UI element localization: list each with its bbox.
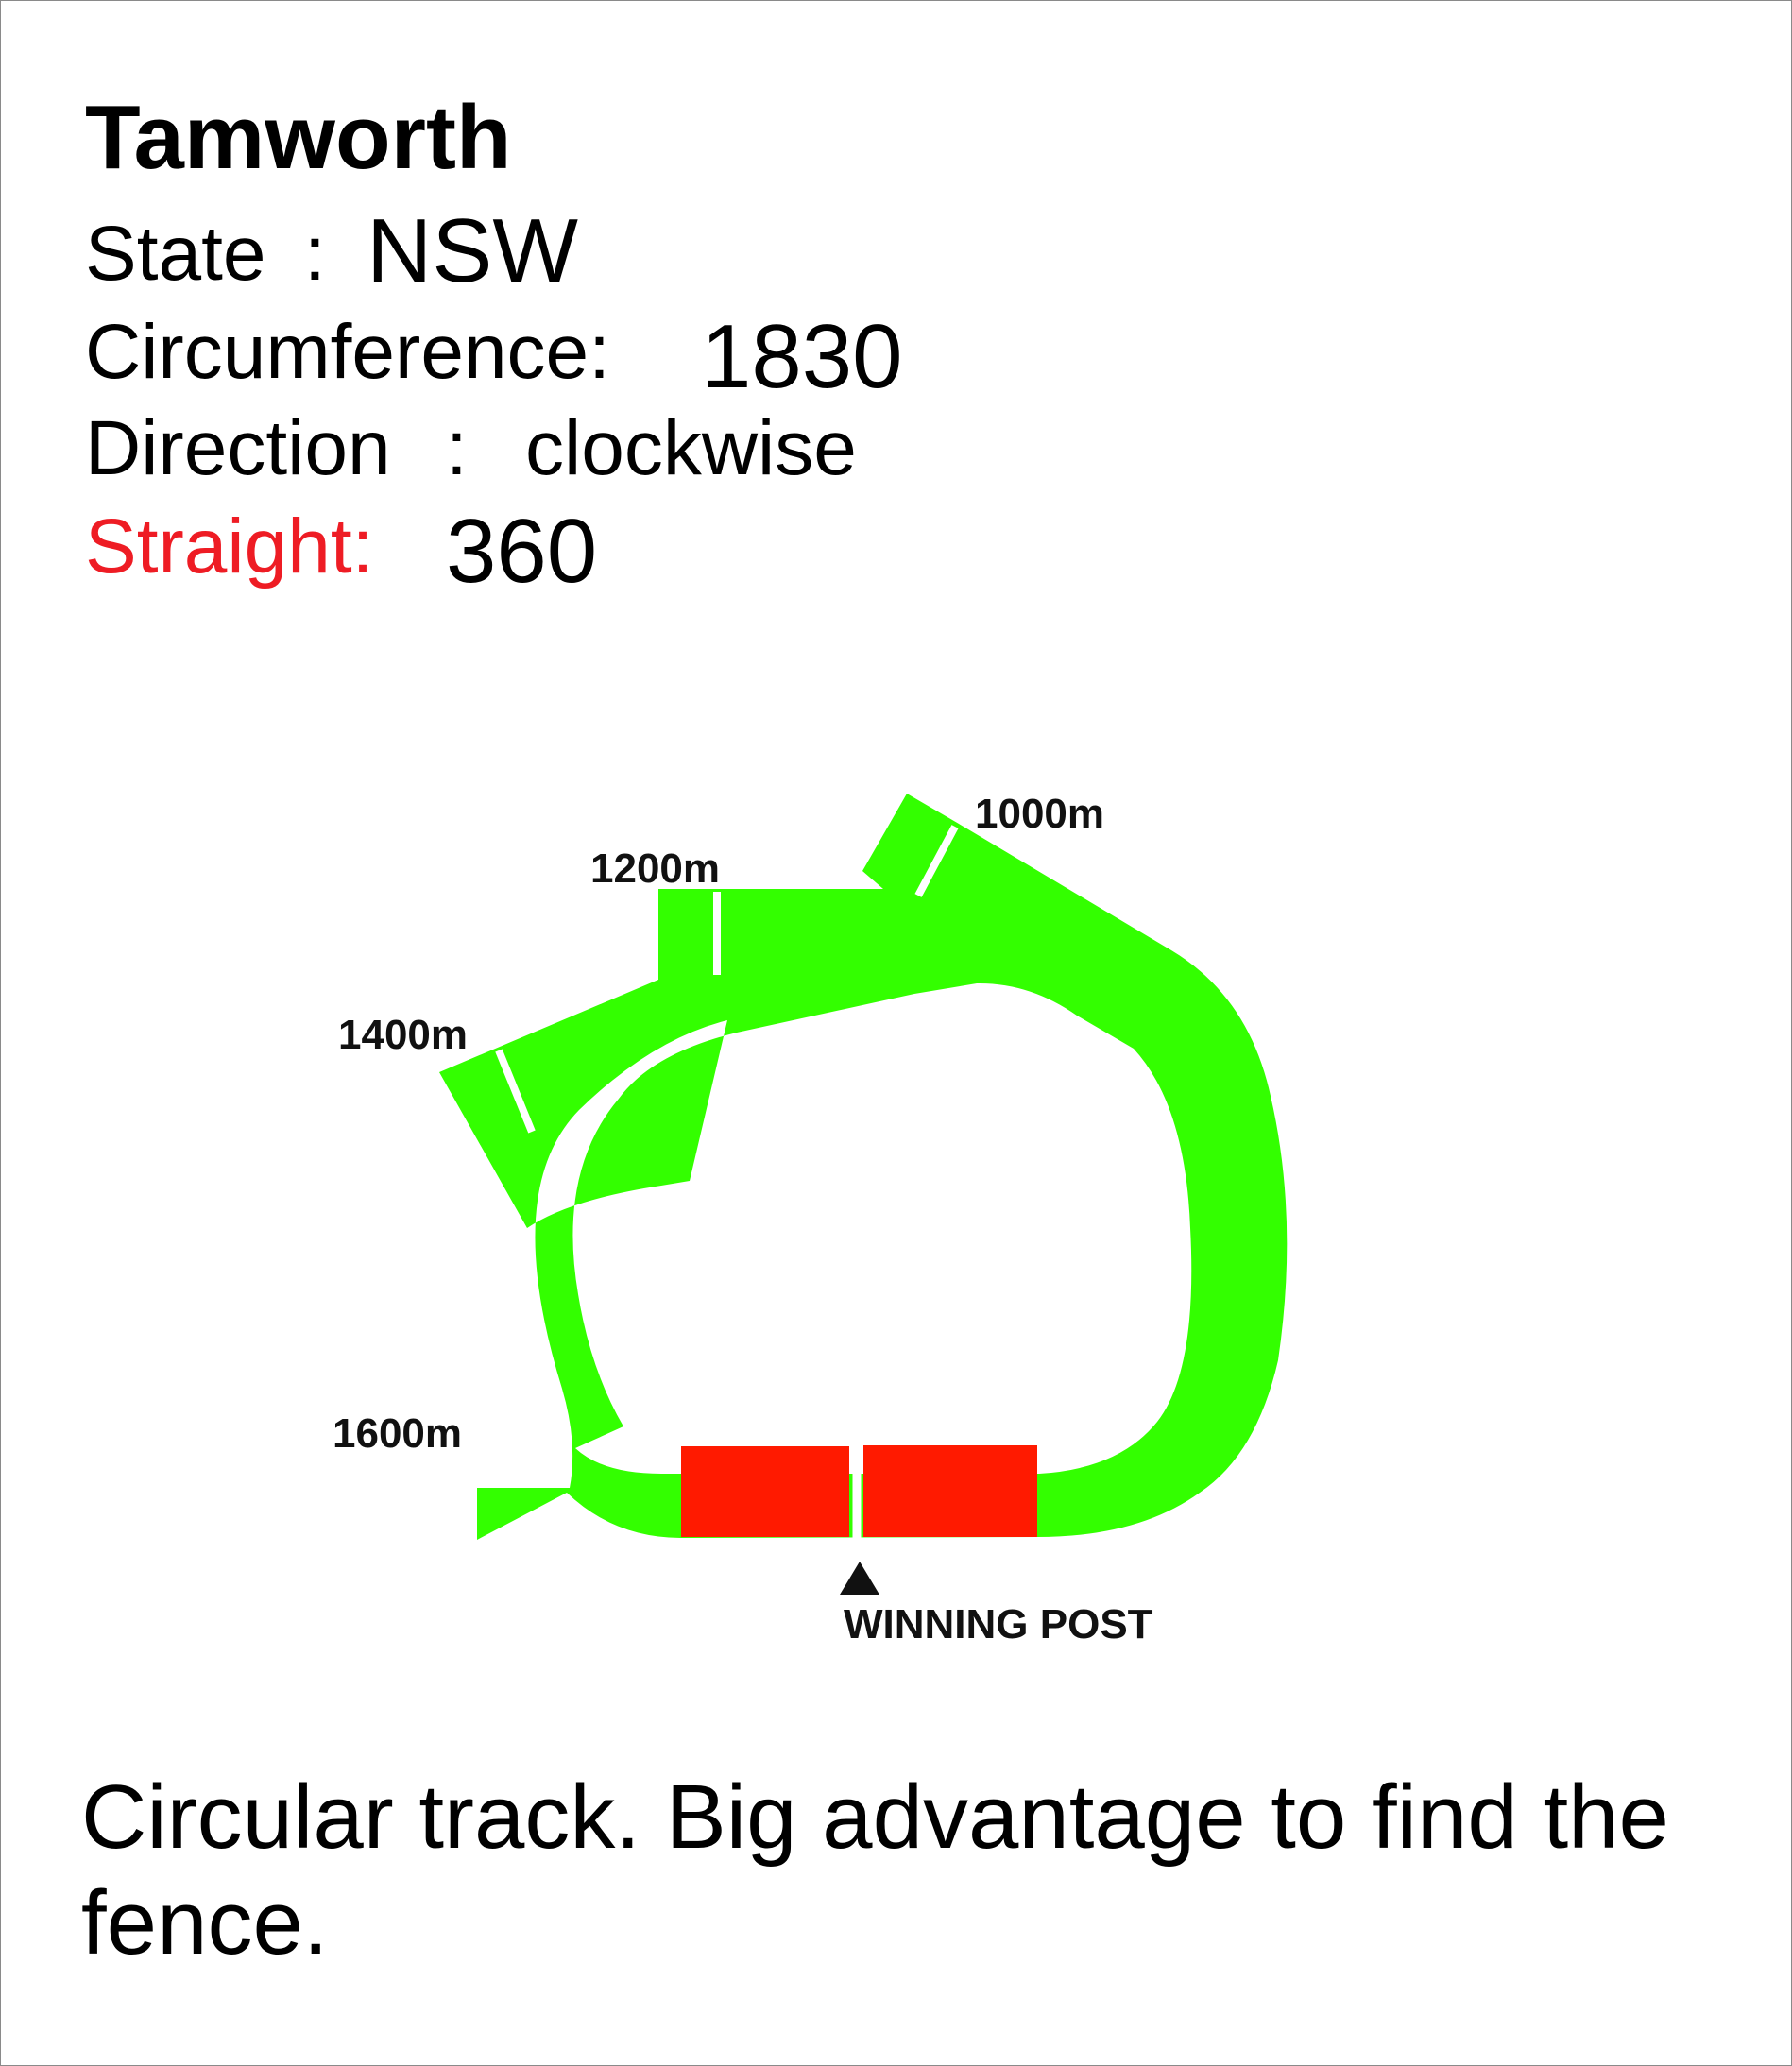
state-label: State xyxy=(85,211,266,297)
winning-post-marker-icon xyxy=(840,1562,879,1595)
rail-1600m xyxy=(477,1428,569,1438)
track-surface xyxy=(439,794,1288,1540)
track-description: Circular track. Big advantage to find th… xyxy=(81,1767,1669,1973)
track-info-panel: Tamworth State : NSW Circumference: 1830… xyxy=(85,87,903,597)
winning-post-label: WINNING POST xyxy=(844,1601,1153,1648)
state-value: NSW xyxy=(367,200,578,301)
marker-label-1600m: 1600m xyxy=(333,1410,462,1457)
track-name: Tamworth xyxy=(85,87,512,188)
rail-1000m xyxy=(914,825,959,897)
direction-value: clockwise xyxy=(525,405,857,491)
marker-label-1400m: 1400m xyxy=(338,1012,468,1058)
straight-segment-right xyxy=(863,1445,1037,1537)
circumference-value: 1830 xyxy=(701,306,903,407)
direction-label: Direction xyxy=(85,405,391,491)
marker-label-1000m: 1000m xyxy=(975,791,1104,837)
state-colon: : xyxy=(304,211,326,297)
straight-label: Straight: xyxy=(85,504,374,589)
marker-label-1200m: 1200m xyxy=(590,845,720,892)
straight-value: 360 xyxy=(446,501,598,602)
rail-1400m xyxy=(495,1049,536,1134)
circumference-label: Circumference: xyxy=(85,309,610,395)
direction-colon: : xyxy=(446,405,468,491)
straight-segment-left xyxy=(681,1446,849,1537)
